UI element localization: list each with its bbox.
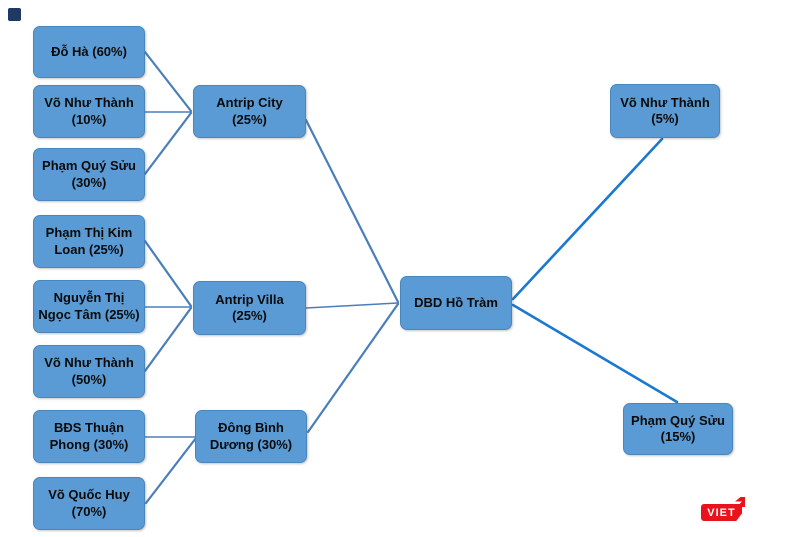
viet-logo: VIET bbox=[699, 496, 749, 526]
node-label: Đỗ Hà (60%) bbox=[51, 43, 127, 59]
node-antrip-city: Antrip City (25%) bbox=[193, 85, 306, 138]
dark-square-marker bbox=[8, 8, 21, 21]
viet-logo-plate: VIET bbox=[701, 504, 742, 521]
node-label: Võ Như Thành (50%) bbox=[44, 355, 134, 387]
node-vo-nhu-thanh-50: Võ Như Thành (50%) bbox=[33, 345, 145, 398]
node-antrip-villa: Antrip Villa (25%) bbox=[193, 281, 306, 335]
node-nguyen-thi-ngoc-tam: Nguyễn Thị Ngọc Tâm (25%) bbox=[33, 280, 145, 333]
node-bds-thuan-phong: BĐS Thuận Phong (30%) bbox=[33, 410, 145, 463]
node-label: Phạm Thị Kim Loan (25%) bbox=[45, 225, 133, 257]
node-vo-nhu-thanh-10: Võ Như Thành (10%) bbox=[33, 85, 145, 138]
node-pham-thi-kim-loan: Phạm Thị Kim Loan (25%) bbox=[33, 215, 145, 268]
node-label: Antrip Villa (25%) bbox=[215, 291, 284, 323]
node-vo-nhu-thanh-5: Võ Như Thành (5%) bbox=[610, 84, 720, 138]
node-label: BĐS Thuận Phong (30%) bbox=[49, 420, 129, 452]
node-do-ha: Đỗ Hà (60%) bbox=[33, 26, 145, 78]
node-label: Antrip City (25%) bbox=[216, 95, 283, 127]
node-label: Phạm Quý Sửu (15%) bbox=[631, 412, 725, 444]
node-label: Võ Quốc Huy (70%) bbox=[48, 487, 130, 519]
node-label: Võ Như Thành (5%) bbox=[620, 94, 710, 126]
right-connectors bbox=[511, 137, 679, 404]
node-label: Võ Như Thành (10%) bbox=[44, 95, 134, 127]
node-dbd-ho-tram: DBD Hồ Tràm bbox=[400, 276, 512, 330]
node-label: Nguyễn Thị Ngọc Tâm (25%) bbox=[38, 290, 140, 322]
node-pham-quy-suu-30: Phạm Quý Sửu (30%) bbox=[33, 148, 145, 201]
node-pham-quy-suu-15: Phạm Quý Sửu (15%) bbox=[623, 403, 733, 455]
viet-logo-text: VIET bbox=[707, 506, 736, 519]
node-label: Phạm Quý Sửu (30%) bbox=[42, 158, 136, 190]
node-vo-quoc-huy: Võ Quốc Huy (70%) bbox=[33, 477, 145, 530]
node-label: Đông Bình Dương (30%) bbox=[209, 420, 293, 452]
node-dong-binh-duong: Đông Bình Dương (30%) bbox=[195, 410, 307, 463]
node-label: DBD Hồ Tràm bbox=[414, 294, 498, 310]
left-connectors bbox=[143, 50, 400, 505]
